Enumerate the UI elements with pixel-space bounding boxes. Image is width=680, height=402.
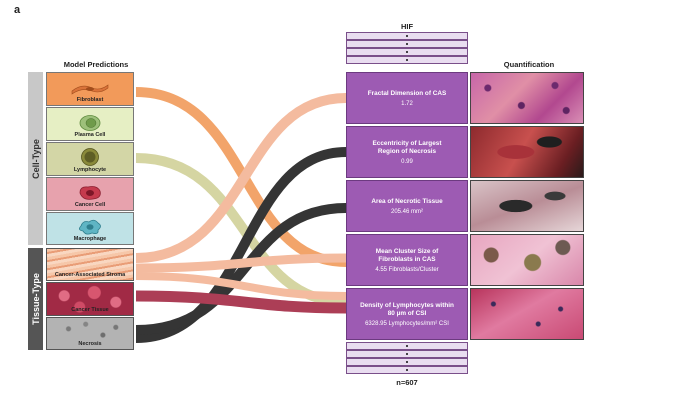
ellipsis-dot: [405, 42, 409, 46]
cell-box-macrophage: Macrophage: [46, 212, 134, 245]
flow-stroma-to-density: [135, 272, 347, 300]
hif-value: 205.46 mm²: [390, 208, 423, 215]
sample-count: n=607: [396, 378, 418, 387]
fibroblast-icon: [71, 84, 109, 95]
tissue-label-cancer-tissue: Cancer Tissue: [71, 307, 109, 313]
hif-stack-row: [346, 40, 468, 48]
cell-label-lymphocyte: Lymphocyte: [73, 167, 107, 173]
cell-box-cancer-cell: Cancer Cell: [46, 177, 134, 211]
hif-stack-row: [346, 350, 468, 358]
flow-stroma-to-cluster: [135, 253, 347, 273]
cell-box-fibroblast: Fibroblast: [46, 72, 134, 106]
hif-stack-row: [346, 358, 468, 366]
flow-stroma-to-fractal: [135, 93, 347, 263]
hif-lymphocyte-density: Density of Lymphocytes within 80 µm of C…: [346, 288, 468, 340]
cell-box-plasma-cell: Plasma Cell: [46, 107, 134, 141]
cell-label-cancer-cell: Cancer Cell: [74, 202, 106, 208]
hif-mean-cluster-size: Mean Cluster Size of Fibroblasts in CAS …: [346, 234, 468, 286]
hif-title: Eccentricity of Largest Region of Necros…: [372, 139, 442, 155]
quant-image-eccentricity: [470, 126, 584, 178]
flow-necrosis-to-area: [135, 203, 347, 335]
quantification-header: Quantification: [503, 60, 555, 69]
hif-stack-row: [346, 32, 468, 40]
tissue-box-necrosis: Necrosis: [46, 317, 134, 350]
macrophage-icon: [79, 219, 101, 235]
hif-title: Fractal Dimension of CAS: [367, 89, 447, 97]
cell-box-lymphocyte: Lymphocyte: [46, 142, 134, 176]
ellipsis-dot: [405, 58, 409, 62]
plasma-cell-icon: [79, 115, 101, 131]
cell-label-plasma-cell: Plasma Cell: [74, 132, 106, 138]
hif-stack-bottom: [346, 342, 468, 374]
hif-title: Mean Cluster Size of Fibroblasts in CAS: [375, 247, 439, 263]
ellipsis-dot: [405, 352, 409, 356]
hif-value: 1.72: [401, 100, 413, 107]
hif-eccentricity: Eccentricity of Largest Region of Necros…: [346, 126, 468, 178]
cancer-cell-icon: [79, 186, 101, 200]
hif-value: 4.55 Fibroblasts/Cluster: [375, 266, 439, 273]
ellipsis-dot: [405, 344, 409, 348]
hif-value: 0.99: [401, 158, 413, 165]
tissue-label-necrosis: Necrosis: [78, 341, 102, 347]
hif-area-necrotic: Area of Necrotic Tissue 205.46 mm²: [346, 180, 468, 232]
hif-stack-top: [346, 32, 468, 64]
hif-header: HIF: [400, 22, 414, 31]
tissue-type-bar: Tissue-Type: [28, 248, 43, 350]
tissue-label-cancer-associated-stroma: Cancer-Associated Stroma: [54, 272, 126, 278]
lymphocyte-icon: [81, 148, 99, 166]
hif-stack-row: [346, 342, 468, 350]
ellipsis-dot: [405, 34, 409, 38]
cell-type-bar: Cell-Type: [28, 72, 43, 245]
quant-image-density: [470, 288, 584, 340]
flow-cancer-to-density: [135, 290, 347, 314]
panel-letter: a: [14, 4, 21, 16]
hif-stack-row: [346, 48, 468, 56]
ellipsis-dot: [405, 360, 409, 364]
hif-value: 6328.95 Lymphocytes/mm² CSI: [365, 320, 449, 327]
quant-image-cluster: [470, 234, 584, 286]
ellipsis-dot: [405, 368, 409, 372]
ellipsis-dot: [405, 50, 409, 54]
hif-stack-row: [346, 56, 468, 64]
hif-title: Density of Lymphocytes within 80 µm of C…: [360, 301, 454, 317]
quant-image-fractal: [470, 72, 584, 124]
cell-label-macrophage: Macrophage: [73, 236, 107, 242]
tissue-box-cancer-associated-stroma: Cancer-Associated Stroma: [46, 248, 134, 281]
tissue-box-cancer-tissue: Cancer Tissue: [46, 282, 134, 316]
quant-image-area: [470, 180, 584, 232]
cell-label-fibroblast: Fibroblast: [76, 97, 104, 103]
hif-stack-row: [346, 366, 468, 374]
hif-fractal-dimension: Fractal Dimension of CAS 1.72: [346, 72, 468, 124]
model-predictions-header: Model Predictions: [63, 60, 129, 69]
hif-title: Area of Necrotic Tissue: [371, 197, 443, 205]
